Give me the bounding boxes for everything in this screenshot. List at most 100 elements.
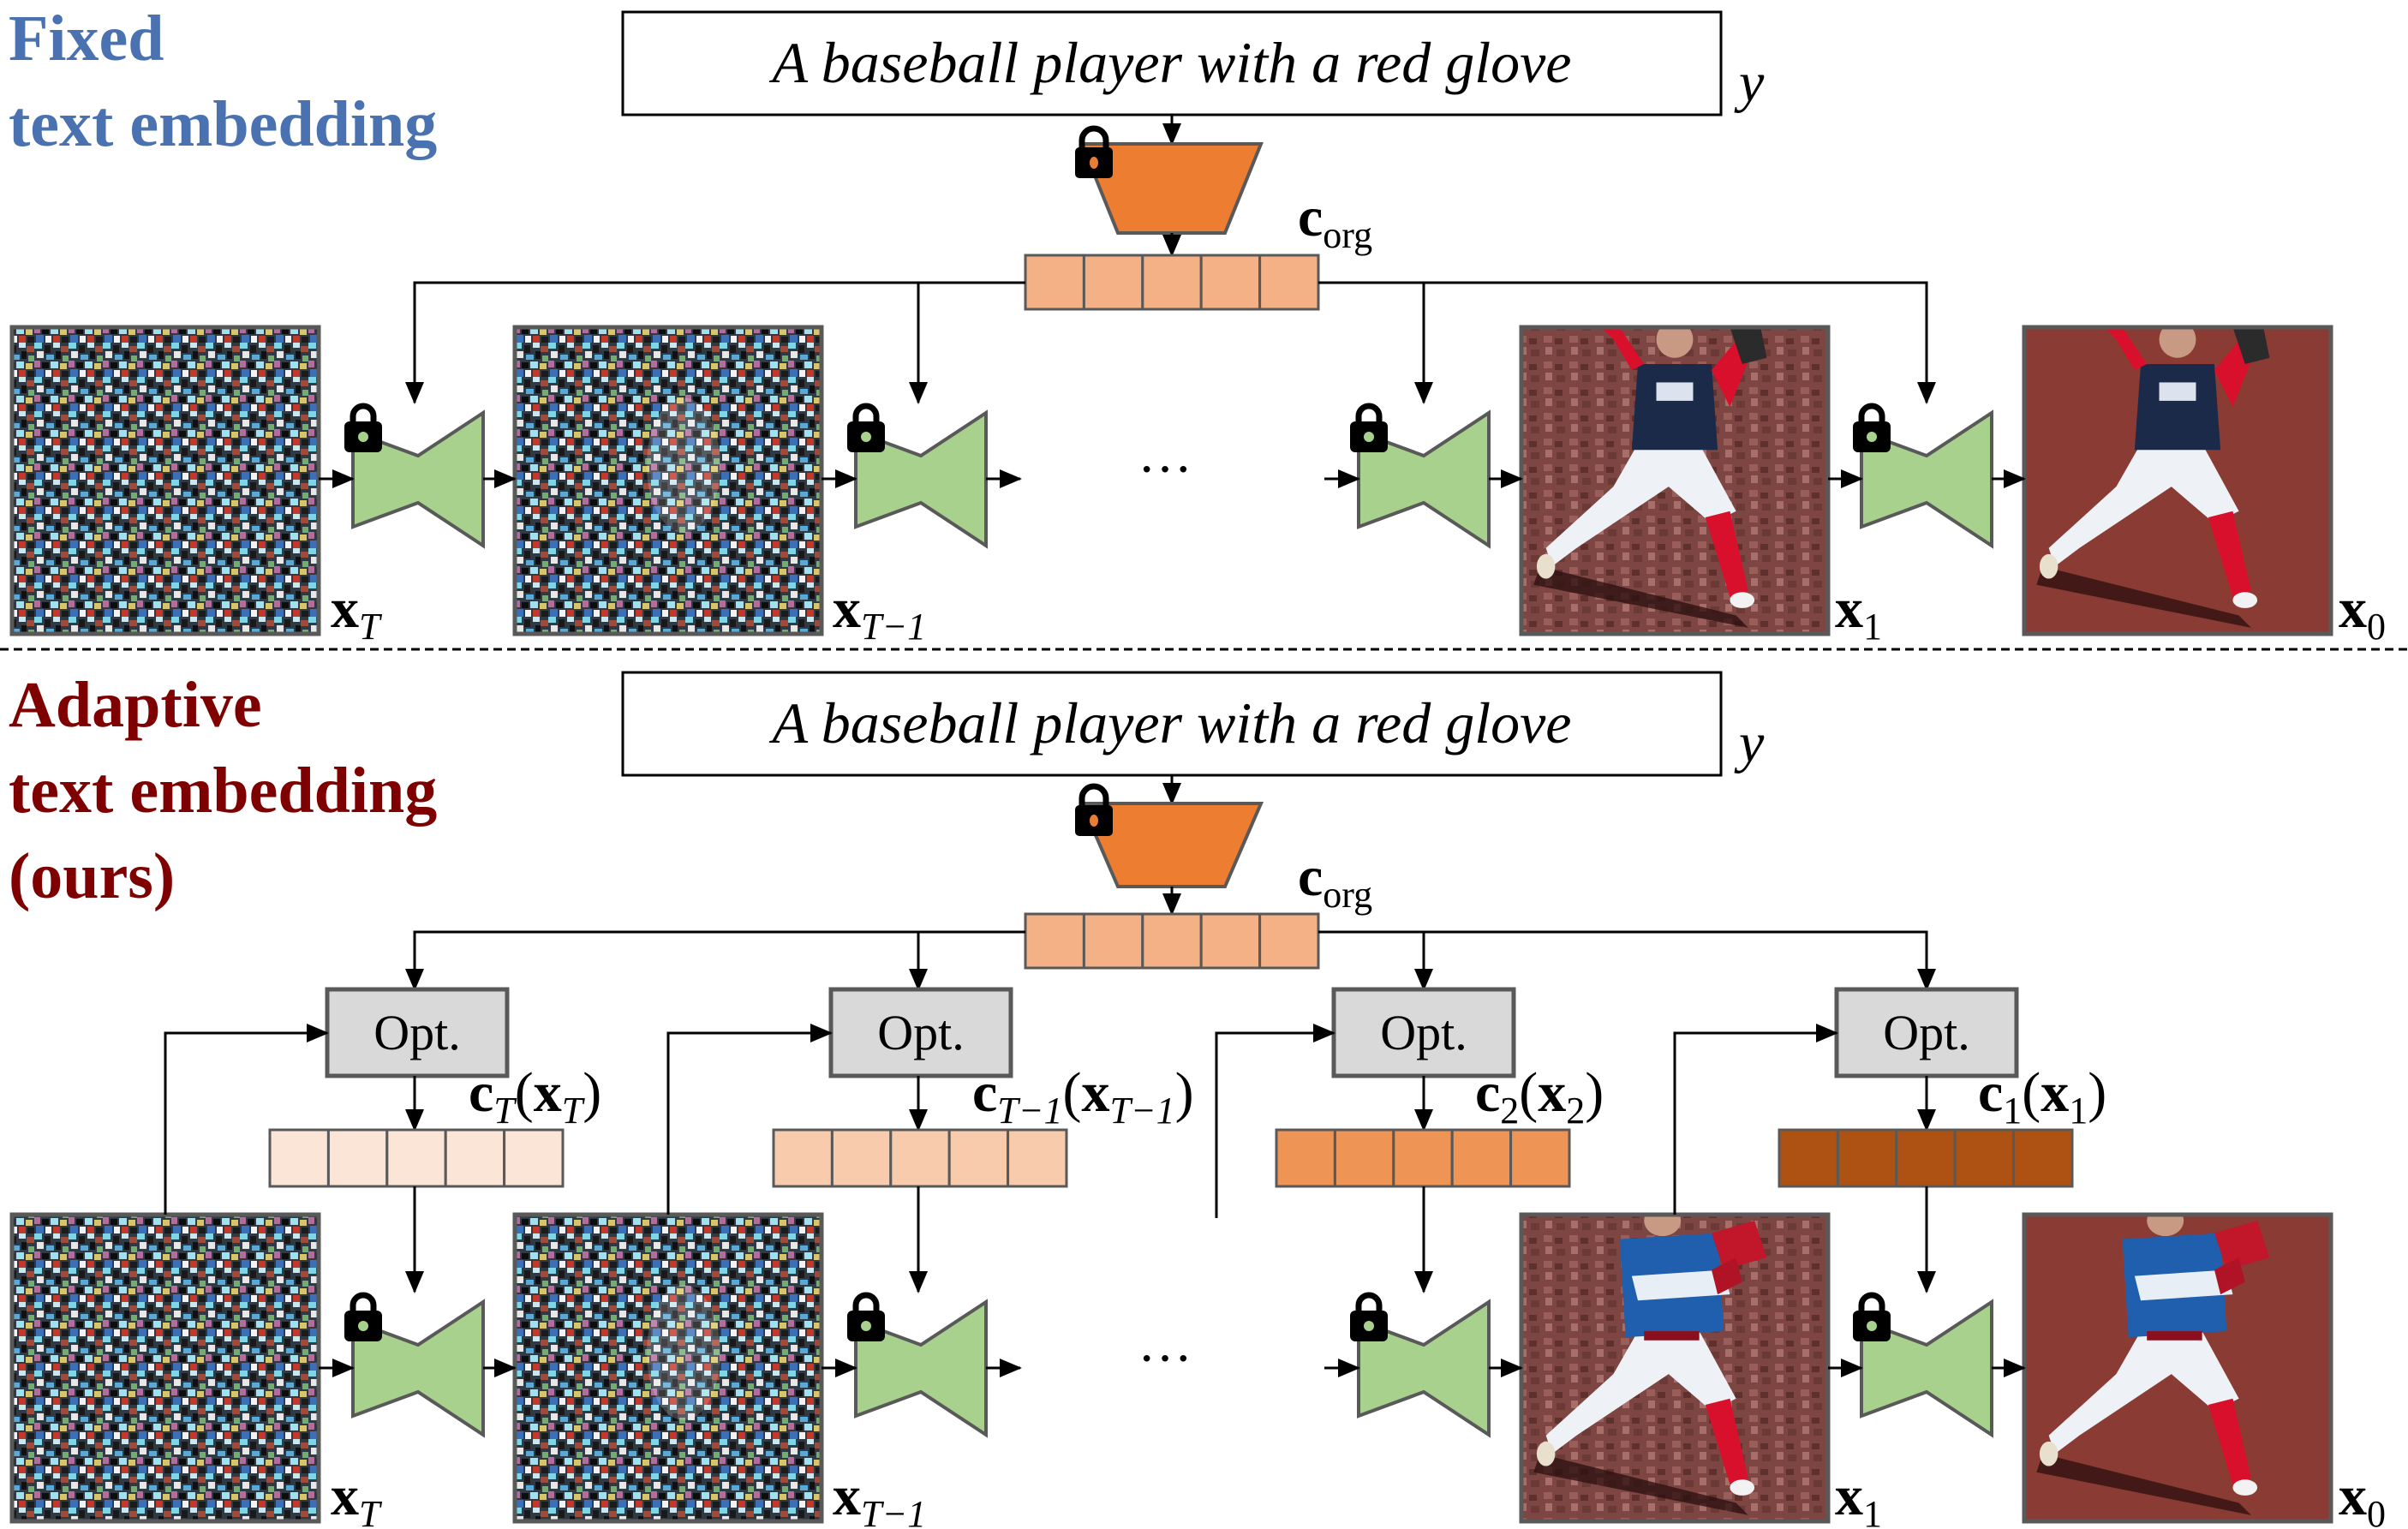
shoe bbox=[2039, 1441, 2058, 1466]
prompt-box-adaptive: A baseball player with a red glove bbox=[621, 671, 1723, 777]
opt-label: Opt. bbox=[877, 1005, 965, 1060]
unet-shape bbox=[1860, 1299, 1993, 1438]
embedding-cell bbox=[1836, 1128, 1898, 1188]
feedback-arrow-2 bbox=[666, 1024, 833, 1215]
lock-icon bbox=[1075, 783, 1113, 836]
arm-sleeve bbox=[1631, 1269, 1730, 1301]
embedding-cell bbox=[1333, 1128, 1395, 1188]
image-x-T-minus-1 bbox=[512, 325, 824, 636]
unet-block bbox=[1853, 1292, 1993, 1438]
red-wrist bbox=[2214, 1257, 2245, 1295]
latent-hint bbox=[646, 397, 720, 533]
corg-label-adaptive: corg bbox=[1298, 845, 1372, 916]
text-encoder-adaptive bbox=[1079, 802, 1264, 888]
red-wrist bbox=[1711, 1257, 1742, 1295]
embedding-cell bbox=[268, 1128, 330, 1188]
image-border bbox=[9, 325, 321, 636]
lock-icon bbox=[1350, 403, 1388, 452]
embedding-cell bbox=[1778, 1128, 1839, 1188]
unet-shape bbox=[1860, 409, 1993, 549]
head bbox=[2159, 327, 2196, 358]
state-label-xT−1: xT−1 bbox=[833, 577, 926, 648]
glove bbox=[2232, 327, 2270, 364]
lock-icon bbox=[847, 1292, 885, 1341]
image-x-1 bbox=[1519, 1212, 1831, 1524]
opt-step-3: Opt.c2(x2) bbox=[1275, 987, 1604, 1293]
lock-icon bbox=[1350, 1292, 1388, 1341]
red-sock bbox=[1705, 511, 1748, 598]
state-label-xT: xT bbox=[331, 1465, 383, 1529]
jersey-lettering bbox=[2159, 382, 2196, 401]
shadow bbox=[1533, 1454, 1748, 1515]
red-glove bbox=[1711, 1221, 1767, 1270]
shadow bbox=[2036, 1454, 2251, 1515]
embedding-cell bbox=[2012, 1128, 2074, 1188]
red-sock bbox=[2208, 1398, 2251, 1485]
jersey bbox=[1631, 363, 1718, 451]
embedding-cell bbox=[1895, 1128, 1957, 1188]
corg-bar-adaptive bbox=[1024, 912, 1320, 970]
embedding-cell bbox=[1953, 1128, 2016, 1188]
shadow bbox=[2036, 566, 2251, 628]
embedding-cell bbox=[444, 1128, 506, 1188]
unet-shape bbox=[351, 409, 485, 549]
arrow-corg-to-opt-1 bbox=[405, 930, 1025, 991]
red-sock bbox=[2208, 511, 2251, 598]
state-label-x0: x0 bbox=[2339, 1465, 2386, 1529]
arm-sleeve bbox=[2134, 1269, 2233, 1301]
belt bbox=[2147, 1331, 2202, 1341]
noise-texture bbox=[12, 1215, 319, 1521]
adaptive-embedding-bar bbox=[1778, 1128, 2074, 1188]
jersey bbox=[2134, 363, 2221, 451]
pants bbox=[2048, 444, 2239, 567]
left-sleeve bbox=[2104, 327, 2148, 371]
unet-shape bbox=[1357, 1299, 1491, 1438]
shoe bbox=[2039, 553, 2058, 579]
shoe bbox=[1730, 592, 1755, 608]
embedding-cell bbox=[830, 1128, 893, 1188]
adaptive-embedding-label: cT(xT) bbox=[469, 1061, 601, 1132]
opt-label: Opt. bbox=[373, 1005, 461, 1060]
image-x-0 bbox=[2022, 1212, 2333, 1524]
text-encoder bbox=[1079, 142, 1264, 235]
embedding-cell bbox=[1275, 1128, 1336, 1188]
feedback-arrow-1 bbox=[164, 1024, 329, 1215]
unet-block bbox=[1350, 403, 1491, 549]
unet-block bbox=[847, 1292, 988, 1438]
embedding-cell bbox=[1258, 254, 1320, 311]
red-glove bbox=[2214, 1221, 2270, 1270]
fixed-title-line2: text embedding bbox=[9, 88, 437, 160]
unet-shape bbox=[351, 1299, 485, 1438]
feedback-arrow-3 bbox=[1215, 1024, 1335, 1218]
arrow-corg-to-opt-4 bbox=[1318, 930, 1936, 991]
noise-texture bbox=[515, 327, 822, 634]
corg-bar bbox=[1024, 254, 1320, 311]
prompt-symbol-y-adaptive: y bbox=[1734, 712, 1765, 774]
opt-step-2: Opt.cT−1(xT−1) bbox=[772, 987, 1194, 1293]
embedding-cell bbox=[1024, 254, 1085, 311]
embedding-cell bbox=[1141, 254, 1203, 311]
prompt-symbol-y: y bbox=[1734, 51, 1765, 114]
opt-block: Opt. bbox=[828, 987, 1013, 1078]
opt-step-1: Opt.cT(xT) bbox=[268, 987, 601, 1293]
embedding-cell bbox=[1199, 912, 1262, 970]
latent-hint bbox=[646, 1285, 720, 1420]
adaptive-title-line2: text embedding bbox=[9, 755, 437, 827]
pants bbox=[1545, 1331, 1736, 1454]
head bbox=[1656, 327, 1694, 358]
head bbox=[2147, 1215, 2184, 1237]
embedding-cell bbox=[1082, 912, 1144, 970]
state-label-xT−1: xT−1 bbox=[833, 1465, 926, 1529]
pants bbox=[2048, 1331, 2239, 1454]
image-x-T bbox=[9, 325, 321, 636]
image-x-T-minus-1 bbox=[512, 1212, 824, 1524]
left-sleeve bbox=[1601, 327, 1645, 371]
embedding-cell bbox=[1082, 254, 1144, 311]
unet-shape bbox=[854, 1299, 988, 1438]
corg-embedding-adaptive bbox=[1024, 912, 1320, 970]
embedding-cell bbox=[1024, 912, 1085, 970]
embedding-cell bbox=[947, 1128, 1010, 1188]
adaptive-title-line3: (ours) bbox=[9, 840, 175, 912]
adaptive-title-line1: Adaptive bbox=[9, 669, 262, 741]
